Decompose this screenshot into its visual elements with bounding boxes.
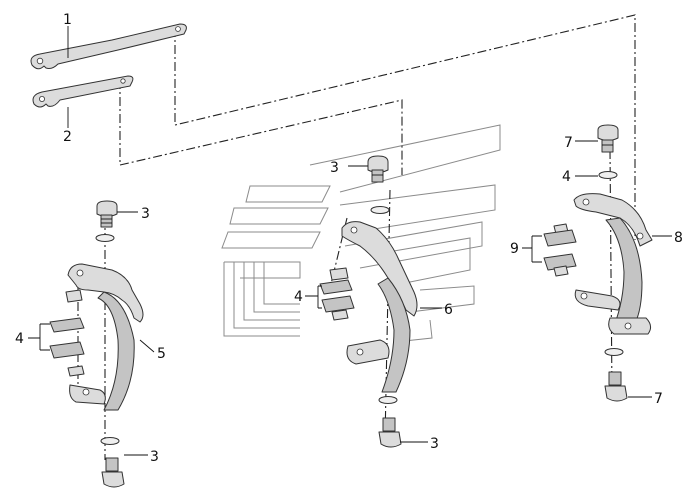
shift-fork-8 [573,193,653,335]
callout-5: 5 [157,346,166,362]
callout-2: 2 [63,129,72,145]
center-slider-pads-4 [319,267,355,321]
right-bolt-top-7 [597,124,619,153]
right-washer-bottom [604,348,624,356]
left-bolt-bottom [101,457,125,488]
shift-fork-5 [67,263,144,411]
right-slider-pads-9 [543,223,577,277]
center-washer-bottom [378,396,398,404]
left-washer-top [95,234,115,242]
center-washer-top [370,206,390,214]
callout-3-left-bottom: 3 [150,449,159,465]
left-slider-pads-4 [49,289,85,377]
callout-6: 6 [444,302,453,318]
right-washer-top [598,171,618,179]
callout-8: 8 [674,230,683,246]
leader-lines [28,26,672,456]
callout-4-center: 4 [294,289,303,305]
right-bolt-bottom-7 [604,371,628,402]
callout-7-top: 7 [564,135,573,151]
shift-fork-6 [341,221,418,393]
center-bolt-top [367,155,389,183]
callout-3-center-top: 3 [330,160,339,176]
callout-4-left: 4 [15,331,24,347]
callout-4-right: 4 [562,169,571,185]
callout-1: 1 [63,12,72,28]
callout-3-left-top: 3 [141,206,150,222]
callout-7-bottom: 7 [654,391,663,407]
left-bolt-top [96,200,118,228]
callout-labels: 1 2 3 3 3 3 4 4 4 5 6 7 7 8 9 [15,12,683,465]
center-bolt-bottom [378,417,402,448]
callout-3-center-bottom: 3 [430,436,439,452]
callout-9: 9 [510,241,519,257]
spanner-plate-1 [30,23,187,70]
left-washer-bottom [100,437,120,445]
spanner-plate-2 [32,75,134,108]
